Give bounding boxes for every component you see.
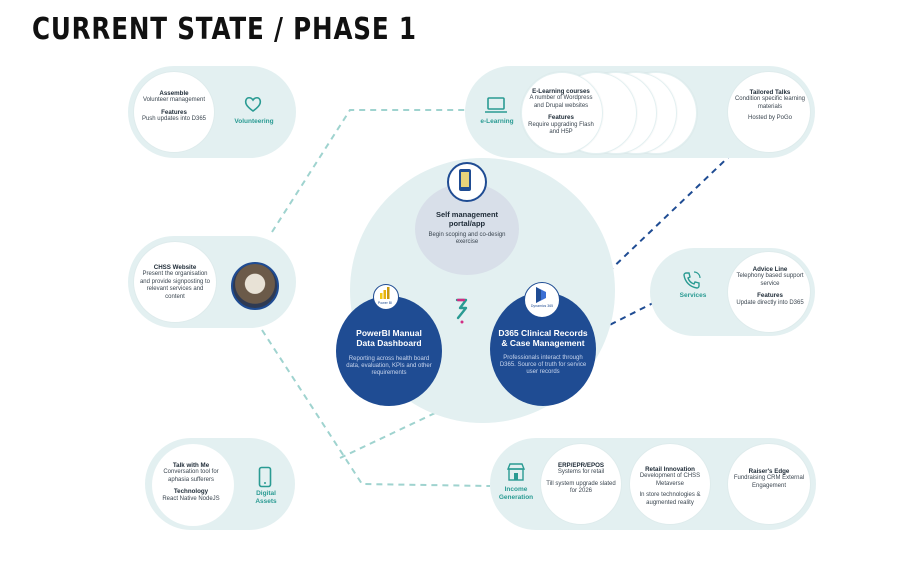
talks-circle <box>728 72 810 152</box>
erp-circle <box>541 444 621 524</box>
connector-digital <box>339 386 491 459</box>
d365-title: D365 Clinical Records & Case Management <box>498 328 588 348</box>
shop-icon <box>506 463 526 481</box>
retail-innovation-circle <box>630 444 710 524</box>
digital-assets-circle <box>152 444 234 526</box>
connector-volunteering-elearning <box>271 109 470 233</box>
d365-circle: D365 Clinical Records & Case Management … <box>490 292 596 406</box>
income-generation-label: Income Generation <box>498 486 534 501</box>
digital-assets-label: Digital Assets <box>255 490 277 505</box>
powerbi-icon <box>380 287 390 299</box>
website-circle <box>134 242 216 322</box>
powerbi-title: PowerBI Manual Data Dashboard <box>356 328 422 348</box>
self-management-details: Self management portal/app Begin scoping… <box>428 210 506 246</box>
mobile-device-icon <box>258 466 272 488</box>
heart-hands-icon <box>244 96 262 112</box>
connector-talks <box>559 145 741 319</box>
mobile-phone-icon <box>459 169 471 191</box>
volunteering-circle <box>134 72 214 152</box>
chss-logo-icon <box>455 298 468 324</box>
volunteering-label: Volunteering <box>234 118 274 125</box>
dynamics-365-icon <box>536 287 546 303</box>
elearning-label: e-Learning <box>480 118 514 125</box>
elearning-courses-circle <box>521 72 603 154</box>
services-label: Services <box>679 292 707 299</box>
website-photo <box>231 262 279 310</box>
d365-text: Professionals interact through D365. Sou… <box>499 355 587 376</box>
powerbi-circle: PowerBI Manual Data Dashboard Reporting … <box>336 296 442 406</box>
connector-website <box>261 329 491 487</box>
page-title: CURRENT STATE / PHASE 1 <box>32 12 417 47</box>
services-circle <box>728 252 810 332</box>
phone-call-icon <box>683 271 701 289</box>
powerbi-badge-label: Power BI <box>377 301 393 305</box>
laptop-icon <box>485 97 507 113</box>
raisers-edge-circle <box>728 444 810 524</box>
powerbi-text: Reporting across health board data, eval… <box>346 356 432 377</box>
d365-badge-label: Dynamics 365 <box>530 304 554 308</box>
